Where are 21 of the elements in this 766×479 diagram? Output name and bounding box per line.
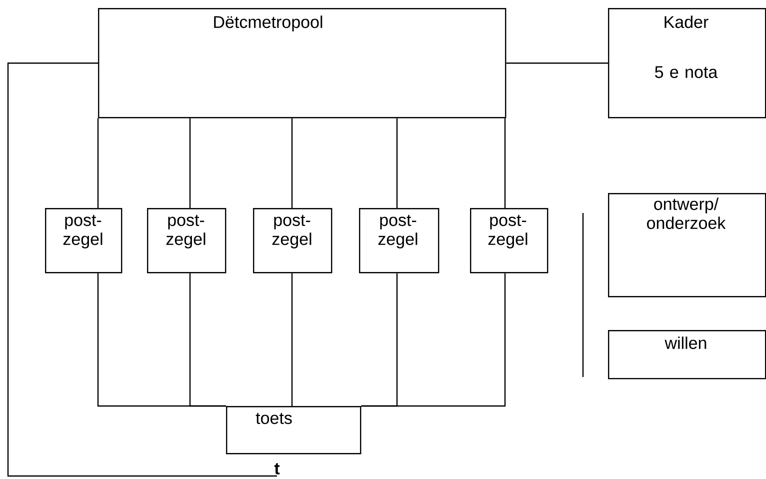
process-box: post- zegel — [253, 208, 332, 274]
connector-line — [291, 118, 293, 208]
process-box: Dëtcmetropool — [98, 8, 506, 118]
connector-line — [506, 62, 608, 64]
process-box: Kader 5 e nota — [608, 8, 766, 118]
connector-line — [7, 62, 277, 477]
text-label: t — [274, 463, 280, 474]
connector-line — [396, 118, 398, 208]
connector-line — [97, 118, 99, 208]
process-box: post- zegel — [147, 208, 226, 274]
connector-line — [189, 273, 226, 407]
connector-line — [361, 273, 506, 407]
process-box: toets — [226, 406, 362, 454]
process-box: post- zegel — [45, 208, 122, 274]
process-box: willen — [608, 330, 766, 380]
process-box: ontwerp/ onderzoek — [608, 193, 766, 298]
process-box: post- zegel — [359, 208, 440, 274]
process-box: post- zegel — [470, 208, 548, 274]
connector-line — [291, 273, 293, 406]
connector-line — [189, 118, 191, 208]
connector-line — [504, 118, 506, 208]
